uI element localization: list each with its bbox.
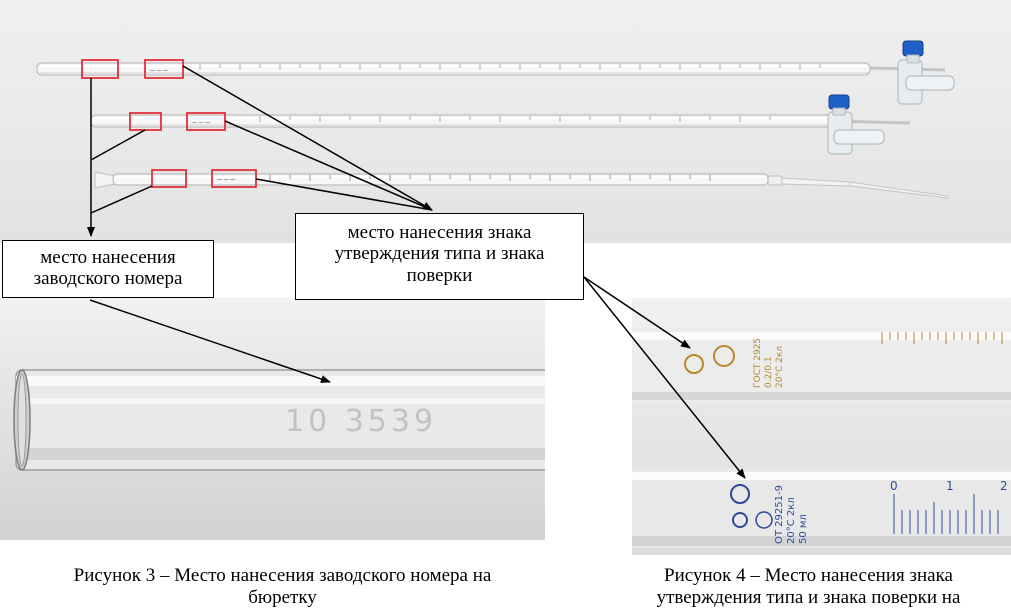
lower-marking-line1: ОТ 29251-9 (774, 485, 785, 544)
verification-mark-icon-lower (732, 512, 748, 528)
caption-figure-4: Рисунок 4 – Место нанесения знака утверж… (606, 565, 1011, 609)
serial-number-closeup-illustration: 10 3539 (13, 369, 545, 471)
serial-number-closeup-photo: 10 3539 (0, 298, 545, 540)
upper-marking-line3: 20°C 2кл (775, 346, 785, 388)
scale-label-1: 1 (946, 479, 954, 493)
callout-type-line3: поверки (406, 264, 473, 286)
burette-1: ~~~ (36, 40, 955, 105)
callout-serial-number-location: место нанесения заводского номера (2, 240, 214, 298)
caption-figure-3: Рисунок 3 – Место нанесения заводского н… (0, 565, 565, 609)
burettes-illustration: ~~~ ~~~ (36, 40, 955, 199)
serial-mark-box-2 (129, 112, 162, 131)
lower-marking-line2: 20°C 2кл (786, 497, 797, 544)
caption-figure-3-line2: бюретку (248, 586, 317, 608)
burette-2: ~~~ (90, 94, 911, 155)
svg-text:~~~: ~~~ (191, 118, 211, 127)
upper-marking-line2: 0.2/0.1 (764, 356, 774, 388)
manufacturer-logo-icon (755, 511, 773, 529)
callout-type-line1: место нанесения знака (347, 222, 532, 243)
callout-serial-line1: место нанесения (40, 247, 176, 268)
scale-label-2: 2 (1000, 479, 1008, 493)
svg-text:~~~: ~~~ (149, 66, 169, 75)
caption-figure-4-line2: утверждения типа и знака поверки на (656, 586, 961, 608)
callout-type-line2: утверждения типа и знака (334, 243, 545, 265)
stopcock-cap-2 (828, 94, 850, 110)
markings-closeup-illustration: ГОСТ 2925 0.2/0.1 20°C 2кл 0 1 2 ОТ 2925… (632, 328, 1011, 548)
stopcock-cap-1 (902, 40, 924, 57)
scale-label-0: 0 (890, 479, 898, 493)
markings-closeup-photo: ГОСТ 2925 0.2/0.1 20°C 2кл 0 1 2 ОТ 2925… (632, 298, 1011, 555)
upper-marking-line1: ГОСТ 2925 (753, 338, 763, 388)
burette-3: ~~~ (94, 169, 949, 199)
type-approval-mark-icon-lower (730, 484, 750, 504)
lower-marking-line3: 50 мл (798, 514, 809, 544)
callout-serial-line2: заводского номера (33, 268, 183, 290)
svg-text:~~~: ~~~ (216, 175, 236, 184)
engraved-serial-number: 10 3539 (285, 404, 437, 439)
caption-figure-4-line1: Рисунок 4 – Место нанесения знака (664, 565, 953, 586)
serial-mark-box-1 (81, 59, 119, 79)
burettes-photo: ~~~ ~~~ (0, 0, 1011, 243)
caption-figure-3-line1: Рисунок 3 – Место нанесения заводского н… (73, 565, 492, 586)
callout-type-approval-mark-location: место нанесения знака утверждения типа и… (295, 213, 584, 300)
